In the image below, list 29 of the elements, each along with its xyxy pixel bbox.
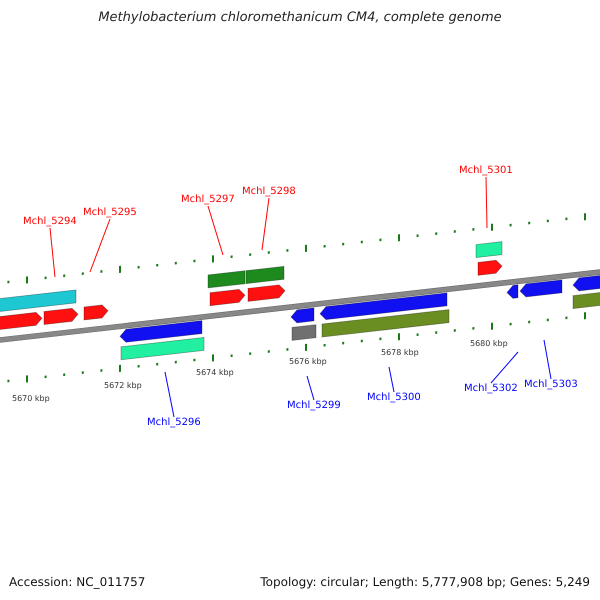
gene-label: Mchl_5298 (242, 186, 296, 198)
gene-label: Mchl_5300 (367, 392, 421, 404)
gene-label: Mchl_5302 (464, 383, 518, 395)
gene-label: Mchl_5303 (524, 379, 578, 391)
scale-label: 5674 kbp (196, 368, 234, 378)
gene-label: Mchl_5296 (147, 417, 201, 429)
scale-label: 5676 kbp (289, 357, 327, 367)
gene-label: Mchl_5294 (23, 216, 77, 228)
gene-label: Mchl_5297 (181, 194, 235, 206)
leader-line (164, 372, 174, 418)
leader-line (388, 366, 394, 392)
leader-line (90, 218, 110, 272)
leader-line (490, 352, 518, 384)
leader-line (544, 340, 552, 380)
scale-label: 5672 kbp (104, 381, 142, 391)
footer-text: Topology: circular; Length: 5,777,908 bp; Genes: 5,249 (260, 575, 590, 590)
scale-label: 5678 kbp (381, 348, 419, 358)
leader-line (486, 176, 488, 228)
leader-line (50, 228, 56, 278)
diagram-title: Methylobacterium chloromethanicum CM4, complete genome (97, 10, 503, 26)
gene-label: Mchl_5299 (287, 400, 341, 412)
scale-label: 5680 kbp (470, 339, 508, 349)
gene-label: Mchl_5295 (83, 207, 137, 219)
leader-line (262, 198, 270, 250)
leader-line (306, 376, 314, 400)
gene-label: Mchl_5301 (459, 165, 513, 177)
scale-label: 5670 kbp (12, 394, 50, 404)
leader-line (208, 206, 224, 256)
footer-text: Accession: NC_011757 (9, 575, 146, 590)
